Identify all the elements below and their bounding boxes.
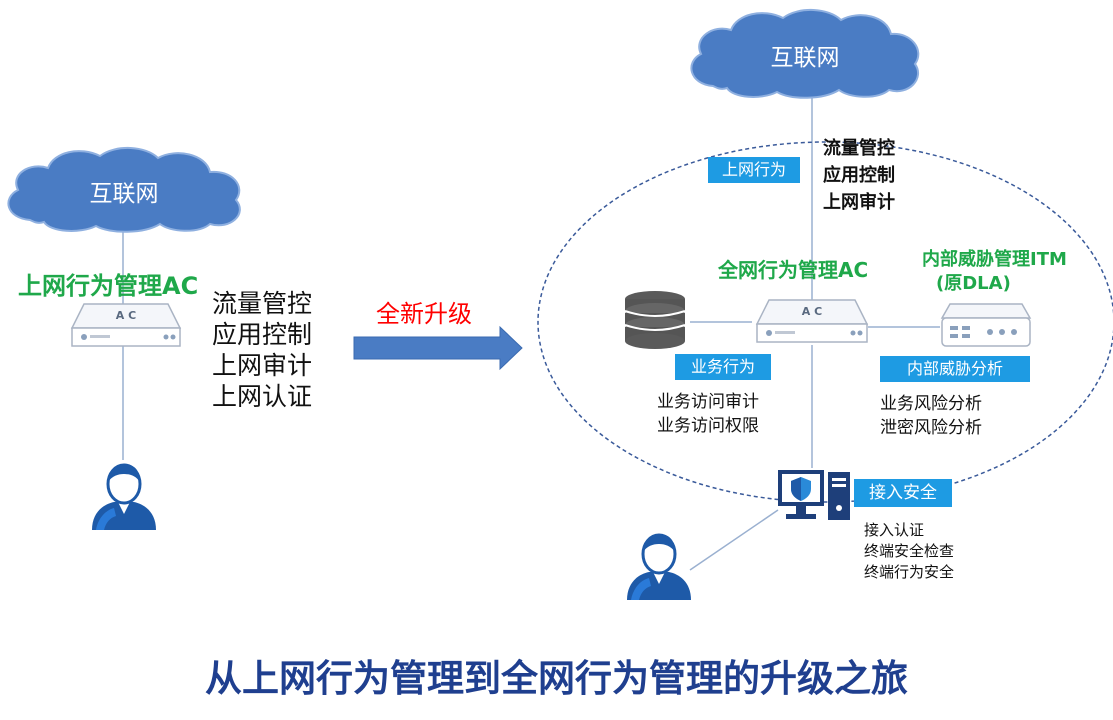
left-feature-list: 流量管控 应用控制 上网审计 上网认证	[212, 288, 312, 412]
cloud-icon	[7, 146, 241, 233]
left-internet-cloud: 互联网	[0, 142, 248, 234]
itm-title-line: (原DLA)	[936, 273, 1011, 294]
threat-analysis-tag: 内部威胁分析	[880, 356, 1030, 382]
business-feature-item: 业务访问权限	[657, 416, 759, 436]
left-feature-item: 上网认证	[212, 382, 313, 411]
access-feature-item: 接入认证	[864, 521, 925, 539]
ac-device-label: A C	[801, 305, 823, 318]
left-feature-item: 应用控制	[212, 320, 313, 349]
ac-device-label: A C	[115, 309, 137, 322]
network-scope-ellipse	[537, 141, 1113, 503]
right-internet-cloud: 互联网	[685, 4, 925, 100]
left-feature-item: 流量管控	[212, 289, 313, 318]
upgrade-arrow	[353, 325, 523, 371]
itm-appliance-icon	[940, 303, 1032, 347]
business-feature-item: 业务访问审计	[657, 392, 759, 412]
internet-behavior-tag: 上网行为	[708, 157, 800, 183]
access-feature-list: 接入认证 终端安全检查 终端行为安全	[864, 520, 954, 583]
internet-feature-item: 上网审计	[823, 192, 895, 213]
threat-feature-list: 业务风险分析 泄密风险分析	[880, 392, 982, 440]
endpoint-computer	[776, 468, 852, 524]
internet-feature-list: 流量管控 应用控制 上网审计	[823, 135, 895, 216]
ac-device-icon	[70, 303, 182, 347]
internet-feature-item: 应用控制	[823, 165, 895, 186]
footer-title: 从上网行为管理到全网行为管理的升级之旅	[205, 657, 908, 700]
ac-device-icon	[755, 299, 869, 343]
user-icon	[627, 533, 691, 600]
upgrade-label: 全新升级	[376, 300, 472, 328]
internet-feature-item: 流量管控	[823, 138, 895, 159]
computer-shield-icon	[778, 470, 850, 520]
itm-title: 内部威胁管理ITM (原DLA)	[922, 248, 1067, 296]
right-user-avatar	[623, 530, 695, 600]
business-behavior-tag: 业务行为	[675, 354, 771, 380]
right-ac-device: A C	[755, 296, 869, 346]
itm-device	[940, 300, 1032, 350]
cloud-label: 互联网	[770, 45, 840, 71]
threat-feature-item: 泄密风险分析	[880, 418, 982, 438]
cloud-icon	[690, 8, 920, 99]
access-feature-item: 终端行为安全	[864, 563, 955, 581]
access-feature-item: 终端安全检查	[864, 542, 955, 560]
user-pc-line	[689, 509, 779, 571]
business-feature-list: 业务访问审计 业务访问权限	[657, 390, 759, 438]
left-ac-device: A C	[70, 300, 182, 350]
cloud-label: 互联网	[89, 181, 159, 207]
itm-title-line: 内部威胁管理ITM	[922, 249, 1067, 270]
user-icon	[92, 463, 156, 530]
left-ac-title: 上网行为管理AC	[18, 272, 199, 300]
left-feature-item: 上网审计	[212, 351, 313, 380]
database-icon	[624, 291, 686, 349]
right-ac-title: 全网行为管理AC	[718, 258, 869, 282]
threat-feature-item: 业务风险分析	[880, 394, 982, 414]
database-server	[622, 290, 688, 352]
left-user-avatar	[88, 460, 160, 530]
access-security-tag: 接入安全	[854, 479, 952, 507]
